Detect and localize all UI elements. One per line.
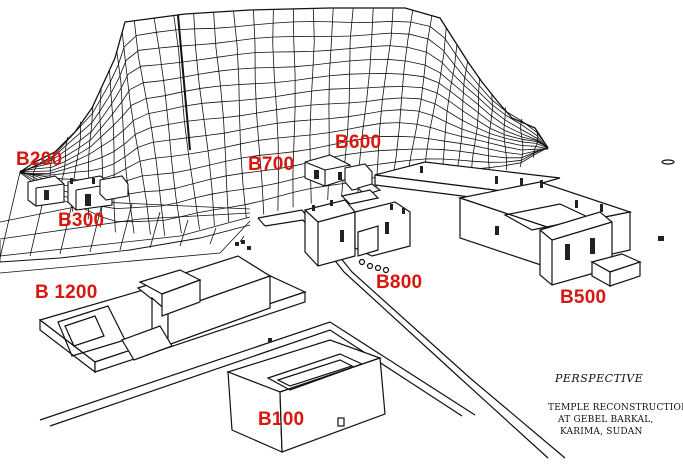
label-b200: B200: [16, 149, 63, 170]
gebel-barkal-mountain-wireframe: [0, 7, 549, 274]
caption-line-3: KARIMA, SUDAN: [560, 427, 643, 437]
label-b500: B500: [560, 287, 607, 308]
label-b700: B700: [248, 154, 295, 175]
mountain-grid-line: [213, 12, 230, 223]
mountain-grid-line: [405, 15, 433, 185]
mountain-grid-line: [239, 235, 245, 243]
mountain-grid-line: [375, 7, 394, 190]
b1200-enclosure: [38, 240, 307, 374]
mountain-grid-line: [519, 118, 524, 168]
mountain-grid-line: [133, 20, 166, 236]
mountain-grid-line: [19, 20, 549, 174]
mountain-grid-line: [441, 44, 458, 180]
mountain-grid-line: [121, 32, 151, 235]
label-b800: B800: [376, 272, 423, 293]
mountain-grid-line: [357, 7, 374, 193]
mountain-grid-line: [119, 203, 133, 251]
label-b100: B100: [258, 409, 305, 430]
mountain-grid-line: [292, 8, 296, 208]
mountain-grid-line: [0, 216, 251, 257]
mountain-grid-line: [0, 220, 251, 274]
label-b1200: B 1200: [35, 282, 98, 303]
plain-ground-edges: [0, 159, 675, 263]
b200-b300-temples: [27, 175, 129, 211]
mountain-grid-line: [423, 27, 447, 182]
caption-title: PERSPECTIVE: [555, 372, 644, 385]
b500-temple: [374, 161, 664, 288]
label-b300: B300: [58, 210, 105, 231]
mountain-grid-line: [179, 219, 189, 247]
mountain-grid-line: [173, 15, 200, 230]
mountain-grid-line: [19, 58, 549, 172]
mountain-grid-line: [19, 86, 549, 173]
mountain-grid-line: [253, 9, 265, 215]
mountain-grid-line: [149, 211, 161, 249]
mountain-grid-line: [19, 97, 549, 174]
caption-line-1: TEMPLE RECONSTRUCTION: [548, 403, 683, 413]
mountain-grid-line: [19, 45, 549, 173]
mountain-outline: [19, 7, 549, 173]
outer-enclosure-wall: [39, 209, 566, 459]
mountain-grid-line: [0, 212, 251, 240]
mountain-grid-line: [19, 109, 549, 176]
mountain-grid-line: [233, 10, 247, 219]
label-b600: B600: [335, 132, 382, 153]
mountain-grid-line: [272, 9, 279, 211]
b100-temple: [226, 339, 386, 453]
b700-b600-temples: [304, 154, 382, 196]
mountain-grid-line: [455, 61, 468, 178]
mountain-grid-line: [19, 72, 549, 172]
caption-line-2: AT GEBEL BARKAL,: [558, 415, 654, 425]
mountain-grid-line: [503, 107, 508, 171]
mountain-grid-line: [209, 227, 217, 245]
mountain-grid-line: [153, 18, 182, 234]
mountain-grid-line: [0, 171, 21, 259]
mountain-grid-line: [470, 77, 480, 175]
b800-temple: [304, 189, 411, 274]
mountain-grid-line: [19, 32, 549, 174]
